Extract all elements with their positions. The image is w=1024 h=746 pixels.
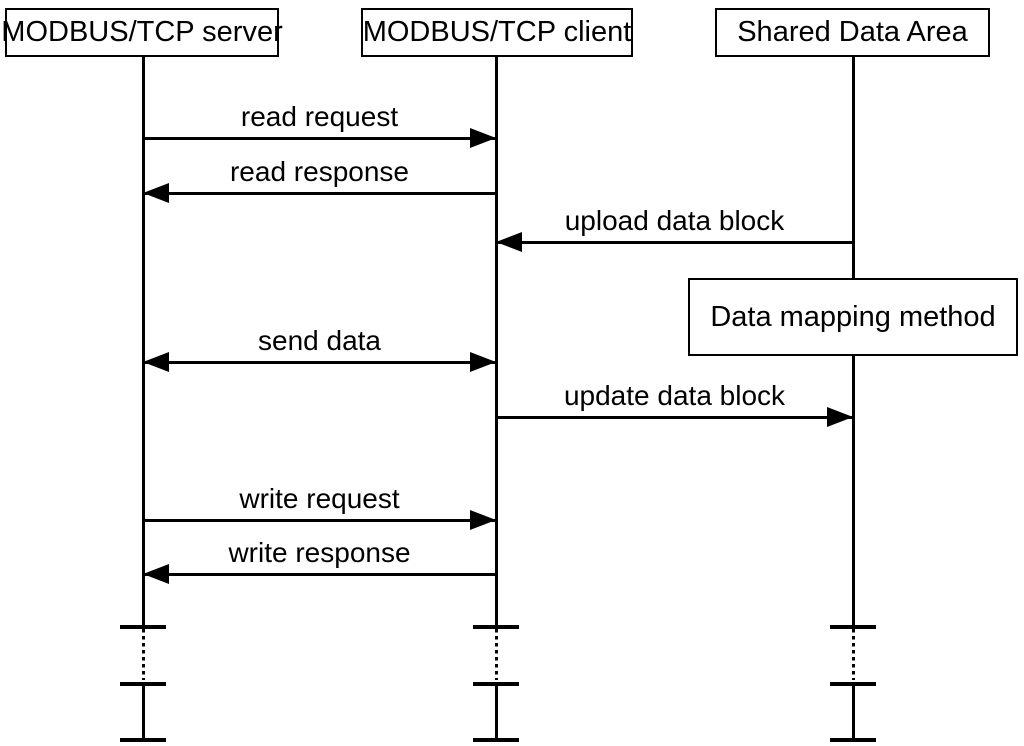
message-label-write-response: write response	[228, 537, 411, 568]
message-line-write-response	[143, 573, 496, 576]
arrowhead-left-write-response	[143, 564, 169, 584]
arrowhead-left-upload-data-block	[496, 232, 522, 252]
message-label-send-data: send data	[258, 325, 381, 356]
participant-label-server: MODBUS/TCP server	[1, 16, 283, 48]
message-label-update-data-block: update data block	[563, 380, 786, 411]
lifeline-break-bar-shared-2	[830, 738, 876, 742]
lifeline-break-bar-shared-1	[830, 682, 876, 686]
lifeline-client	[495, 57, 498, 625]
lifeline-break-bar-server-1	[120, 682, 166, 686]
activation-box-data-mapping-method: Data mapping method	[688, 278, 1018, 356]
arrowhead-right-write-request	[470, 510, 496, 530]
lifeline-break-dotted-shared	[852, 629, 855, 680]
lifeline-break-bar-client-0	[473, 625, 519, 629]
arrowhead-left-read-response	[143, 183, 169, 203]
participant-header-server: MODBUS/TCP server	[1, 8, 283, 57]
lifeline-break-bar-server-0	[120, 625, 166, 629]
lifeline-tail-client	[495, 686, 498, 738]
message-line-read-response	[143, 192, 496, 195]
message-line-send-data	[143, 361, 496, 364]
arrowhead-right-read-request	[470, 128, 496, 148]
lifeline-break-bar-server-2	[120, 738, 166, 742]
lifeline-break-bar-client-1	[473, 682, 519, 686]
participant-label-shared: Shared Data Area	[737, 16, 968, 48]
arrowhead-right-send-data	[470, 352, 496, 372]
message-line-upload-data-block	[496, 241, 853, 244]
message-label-read-request: read request	[240, 101, 399, 132]
message-line-read-request	[143, 137, 496, 140]
message-label-write-request: write request	[239, 483, 400, 514]
participant-label-client: MODBUS/TCP client	[362, 16, 632, 48]
lifeline-break-dotted-client	[495, 629, 498, 680]
lifeline-break-dotted-server	[142, 629, 145, 680]
message-line-write-request	[143, 519, 496, 522]
activation-label: Data mapping method	[710, 300, 996, 333]
lifeline-break-bar-shared-0	[830, 625, 876, 629]
arrowhead-left-send-data	[143, 352, 169, 372]
message-label-upload-data-block: upload data block	[564, 205, 785, 236]
lifeline-tail-shared	[852, 686, 855, 738]
arrowhead-right-update-data-block	[827, 407, 853, 427]
message-label-read-response: read response	[229, 156, 409, 187]
lifeline-break-bar-client-2	[473, 738, 519, 742]
lifeline-server	[142, 57, 145, 625]
participant-header-shared: Shared Data Area	[715, 8, 990, 57]
participant-header-client: MODBUS/TCP client	[361, 8, 633, 57]
lifeline-tail-server	[142, 686, 145, 738]
message-line-update-data-block	[496, 416, 853, 419]
